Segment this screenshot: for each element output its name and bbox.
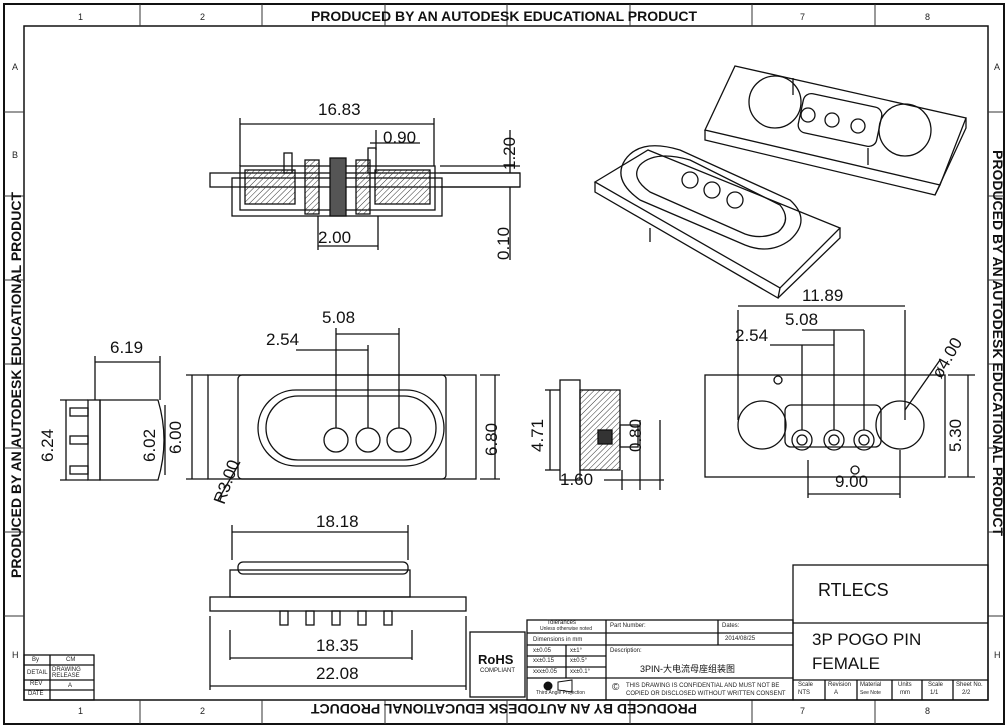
projection-symbol <box>543 679 573 693</box>
tol-row-1-b: x±1° <box>570 648 583 654</box>
dim-bottom-overall: 22.08 <box>316 664 359 683</box>
zone-row-h-right: H <box>994 650 1001 660</box>
zone-row-h: H <box>12 650 19 660</box>
dim-overall-width-top: 16.83 <box>318 100 361 119</box>
cell-sheet-head: Sheet No. <box>956 682 983 688</box>
zone-col-7: 7 <box>800 12 806 22</box>
part-title-line1: 3P POGO PIN <box>812 630 922 649</box>
dim-pin-spacing-top: 2.00 <box>318 228 352 247</box>
dim-height-top: 1.20 <box>500 136 519 170</box>
dim-pitch: 2.54 <box>266 330 300 349</box>
confidential-line2: COPIED OR DISCLOSED WITHOUT WRITTEN CONS… <box>626 691 786 697</box>
tol-row-2-a: xx±0.15 <box>533 658 554 664</box>
zone-col-8-bottom: 8 <box>925 706 931 716</box>
tolerances-sub: Unless otherwise noted <box>540 626 592 632</box>
cell-scale2-head: Scale <box>928 682 944 688</box>
cell-revision-head: Revision <box>828 682 852 688</box>
rohs-sub: COMPLIANT <box>480 668 516 674</box>
part-number-label: Part Number: <box>610 623 646 629</box>
dim-gap-top: 0.10 <box>494 226 513 260</box>
cell-revision-value: A <box>834 690 839 696</box>
dim-pitch-double: 5.08 <box>322 308 356 327</box>
copyright-icon: © <box>612 682 620 693</box>
rohs-logo: RoHS <box>478 652 514 667</box>
dim-pin-diameter-top: 0.90 <box>383 128 417 147</box>
confidential-line1: THIS DRAWING IS CONFIDENTIAL AND MUST NO… <box>626 683 780 689</box>
dimensions-label: Dimensions in mm <box>533 637 583 643</box>
bottom-view <box>209 525 467 690</box>
zone-row-b: B <box>12 150 19 160</box>
zone-col-2-bottom: 2 <box>200 706 206 716</box>
dim-bottom-top-width: 18.18 <box>316 512 359 531</box>
tol-row-1-a: x±0.05 <box>533 648 551 654</box>
inner-frame <box>23 25 989 701</box>
description-label: Description: <box>610 648 642 654</box>
rev-value: A <box>68 683 73 689</box>
rev-by-label: By <box>32 657 40 663</box>
rev-by-value: CM <box>66 657 76 663</box>
watermark-bottom: PRODUCED BY AN AUTODESK EDUCATIONAL PROD… <box>310 701 698 717</box>
front-view <box>186 328 500 501</box>
part-title-line2: FEMALE <box>812 654 881 673</box>
watermark-right: PRODUCED BY AN AUTODESK EDUCATIONAL PROD… <box>990 150 1006 537</box>
projection-label: Third Angle Projection <box>536 690 585 696</box>
dim-back-height: 5.30 <box>946 418 965 452</box>
dim-back-pitch: 2.54 <box>735 326 769 345</box>
dim-back-width: 11.89 <box>802 286 844 305</box>
dim-side-width: 6.19 <box>110 338 144 357</box>
iso-view-top <box>704 65 967 196</box>
dim-back-pitch-double: 5.08 <box>785 310 819 329</box>
cell-units-value: mm <box>900 690 910 696</box>
title-block-lines <box>23 564 989 701</box>
cell-material-value: See Note <box>860 690 881 696</box>
watermark-left: PRODUCED BY AN AUTODESK EDUCATIONAL PROD… <box>8 191 24 578</box>
tol-row-2-b: x±0.5° <box>570 658 588 664</box>
tol-row-3-a: xxx±0.05 <box>533 669 557 675</box>
dim-side-height-outer: 6.24 <box>38 428 57 462</box>
tol-row-3-b: xx±0.1° <box>570 669 591 675</box>
rev-detail-value: DRAWING RELEASE <box>52 667 81 679</box>
rev-label: REV <box>30 681 43 687</box>
dim-bottom-mid-width: 18.35 <box>316 636 359 655</box>
back-view <box>704 305 975 498</box>
rev-date-label: DATE <box>28 691 44 697</box>
top-section-view <box>209 118 521 260</box>
rev-detail-label: DETAIL <box>27 670 48 676</box>
cell-scale2-value: 1/1 <box>930 690 939 696</box>
dim-front-height-inner: 6.80 <box>482 422 501 456</box>
date-value: 2014/08/25 <box>725 636 756 642</box>
dim-front-height: 6.00 <box>166 420 185 454</box>
zone-row-a: A <box>12 62 19 72</box>
watermark-top: PRODUCED BY AN AUTODESK EDUCATIONAL PROD… <box>310 8 698 24</box>
dim-back-span: 9.00 <box>835 472 869 491</box>
side-view <box>60 356 166 481</box>
iso-view-bottom <box>593 145 842 300</box>
zone-row-a-right: A <box>994 62 1001 72</box>
zone-col-7-bottom: 7 <box>800 706 806 716</box>
zone-col-2: 2 <box>200 12 206 22</box>
part-name-cn: 3PIN-大电流母座组装图 <box>640 664 736 674</box>
cell-sheet-value: 2/2 <box>962 690 971 696</box>
zone-col-1-bottom: 1 <box>78 706 84 716</box>
dim-section-height: 4.71 <box>528 418 547 452</box>
tolerances-label: Tolerances <box>547 620 577 626</box>
dates-label: Dates: <box>722 623 740 629</box>
cell-units-head: Units <box>898 682 912 688</box>
cell-scale-value: NTS <box>798 690 810 696</box>
dim-side-height-inner: 6.02 <box>140 428 159 462</box>
dim-section-width: 1.60 <box>560 470 594 489</box>
outer-frame <box>3 3 1005 725</box>
zone-col-1: 1 <box>78 12 84 22</box>
cell-material-head: Material <box>860 682 882 688</box>
dim-section-pin: 0.80 <box>626 418 645 452</box>
zone-col-8: 8 <box>925 12 931 22</box>
section-view <box>545 379 664 490</box>
zone-ticks <box>4 4 1004 724</box>
cell-scale-head: Scale <box>798 682 814 688</box>
company-name: RTLECS <box>818 580 889 600</box>
